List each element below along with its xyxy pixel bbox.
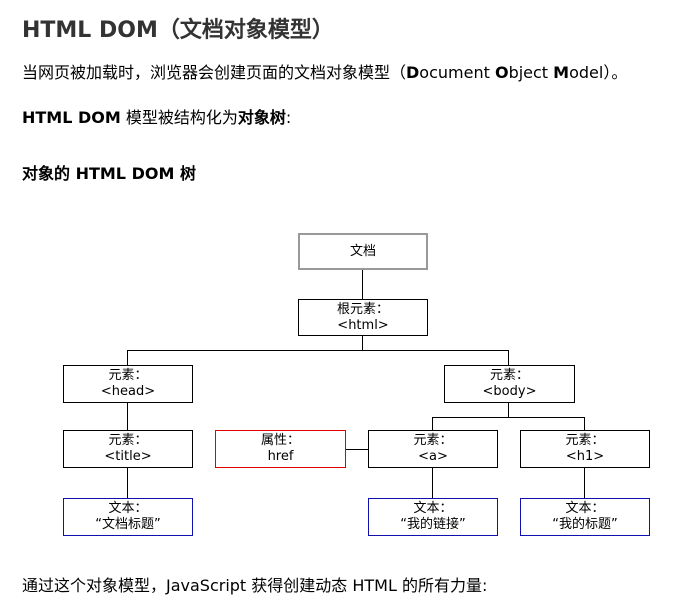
footer-paragraph: 通过这个对象模型，JavaScript 获得创建动态 HTML 的所有力量: (22, 576, 488, 595)
structure-paragraph: HTML DOM 模型被结构化为对象树: (22, 108, 291, 128)
node-attribute-href: 属性： href (215, 430, 346, 468)
node-value: “文档标题” (95, 517, 161, 532)
node-label: 属性： (260, 433, 300, 448)
page-title: HTML DOM（文档对象模型） (22, 18, 334, 43)
node-label: 根元素： (336, 301, 389, 317)
node-h1: 元素： <h1> (520, 430, 650, 468)
node-tag: <title> (104, 449, 152, 464)
node-value: “我的链接” (400, 517, 466, 532)
tree-connectors (127, 269, 585, 498)
structure-bold-start: HTML DOM (22, 108, 121, 127)
intro-prefix: 当网页被加载时，浏览器会创建页面的文档对象模型（ (22, 63, 407, 82)
node-head: 元素： <head> (63, 365, 193, 403)
node-label: 元素： (565, 433, 605, 448)
node-tag: <a> (418, 449, 448, 464)
intro-o-rest: bject (508, 63, 554, 82)
intro-d-rest: ocument (419, 63, 495, 82)
node-root-html: 根元素： <html> (298, 299, 428, 336)
node-body: 元素： <body> (444, 365, 575, 403)
node-document: 文档 (298, 233, 428, 270)
node-label: 文本： (565, 501, 605, 516)
subheading: 对象的 HTML DOM 树 (22, 164, 196, 183)
intro-o-bold: O (494, 63, 509, 82)
node-label: 文本： (413, 501, 453, 516)
node-label: 元素： (489, 368, 529, 383)
intro-m-bold: M (553, 63, 570, 82)
node-text-heading: 文本： “我的标题” (520, 498, 650, 536)
intro-d-bold: D (406, 63, 420, 82)
node-tag: <body> (482, 384, 537, 399)
node-document-label: 文档 (349, 243, 376, 259)
structure-bold-end: 对象树 (237, 108, 286, 127)
node-value: href (267, 449, 294, 464)
structure-middle: 模型被结构化为 (120, 108, 238, 127)
intro-paragraph: 当网页被加载时，浏览器会创建页面的文档对象模型（Document Object … (22, 63, 627, 83)
node-tag: <html> (337, 317, 389, 333)
node-title: 元素： <title> (63, 430, 193, 468)
node-label: 元素： (413, 433, 453, 448)
dom-tree-diagram: 文档 根元素： <html> 元素： <head> 元素： <body> 元素：… (54, 217, 660, 549)
node-a: 元素： <a> (368, 430, 498, 468)
node-text-title: 文本： “文档标题” (63, 498, 193, 536)
node-tag: <h1> (565, 449, 605, 464)
node-label: 元素： (108, 368, 148, 383)
node-value: “我的标题” (552, 517, 618, 532)
node-text-link: 文本： “我的链接” (368, 498, 498, 536)
node-label: 元素： (108, 433, 148, 448)
intro-suffix: ）。 (603, 63, 628, 82)
node-label: 文本： (108, 501, 148, 516)
node-tag: <head> (100, 384, 156, 399)
structure-colon: : (285, 108, 292, 127)
intro-m-rest: odel (569, 63, 604, 82)
